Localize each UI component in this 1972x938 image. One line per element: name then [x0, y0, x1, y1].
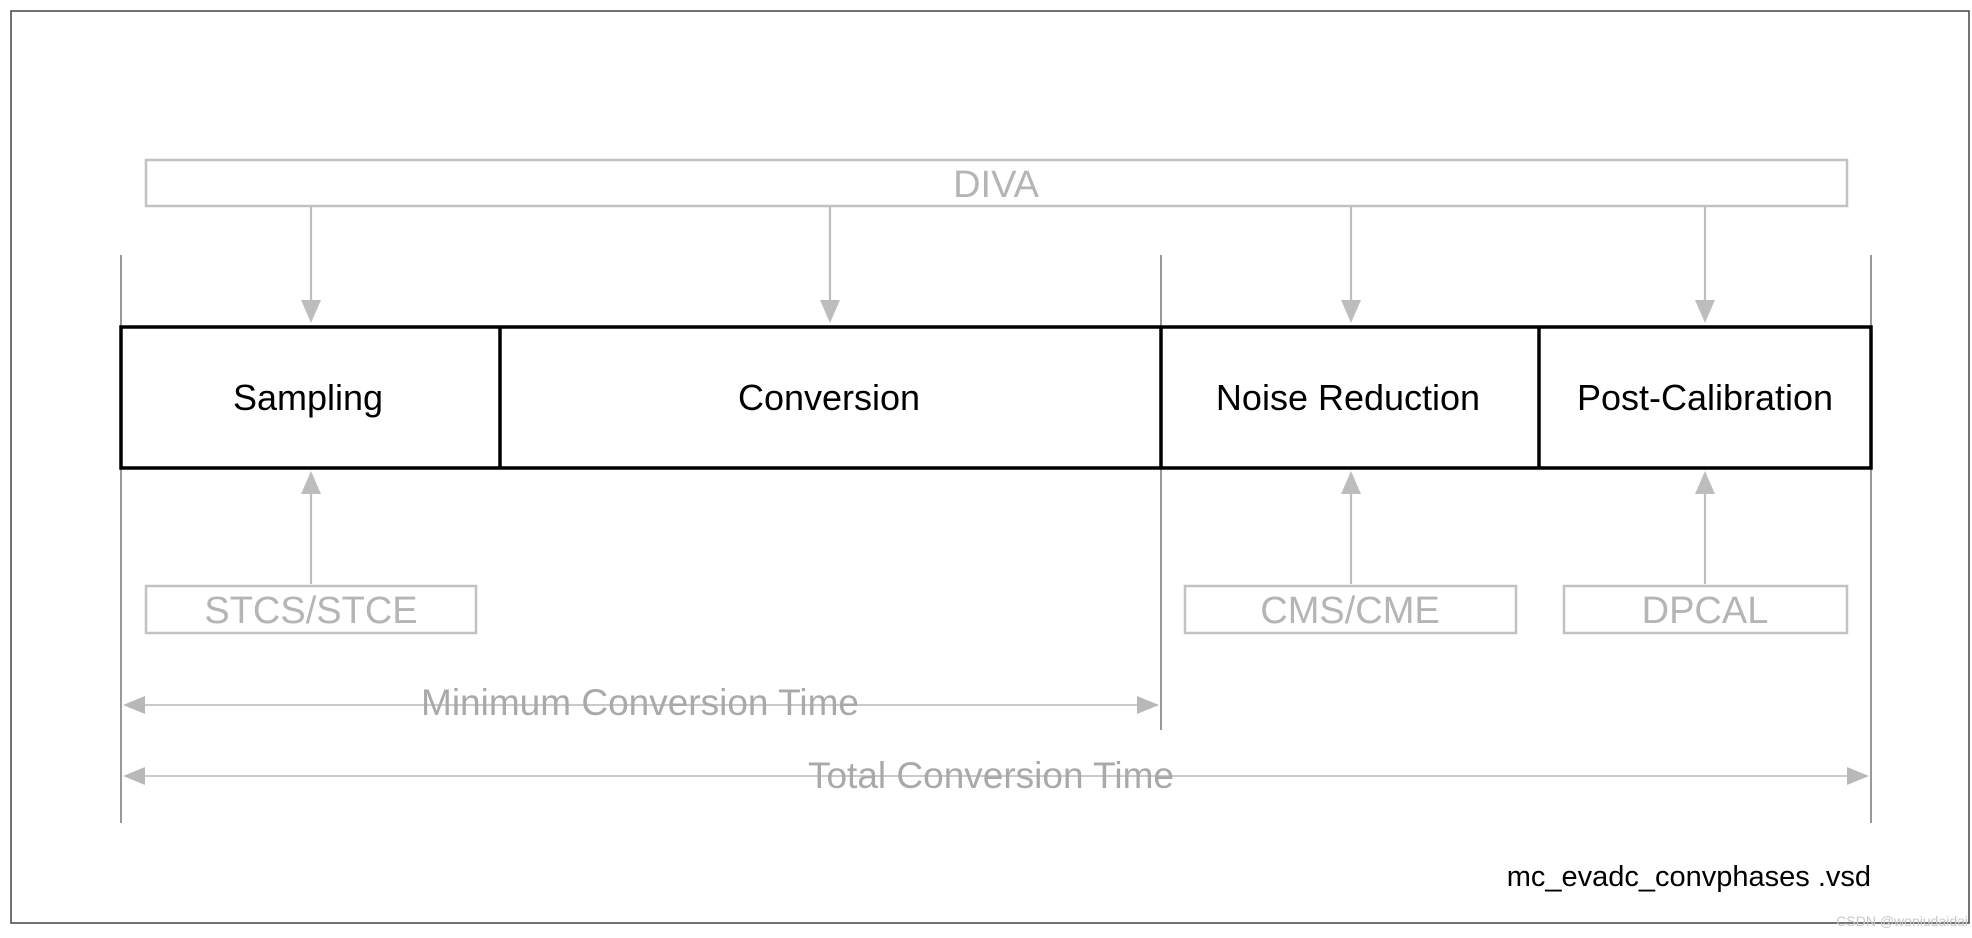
diva-arrows [301, 207, 1715, 323]
arrowhead-diva-to-sampling [301, 300, 321, 323]
phase-sampling: Sampling [233, 377, 383, 418]
minimum-conversion-time: Minimum Conversion Time [123, 682, 1159, 723]
bottom-arrows [301, 471, 1715, 584]
stcs-label: STCS/STCE [204, 590, 417, 632]
arrowhead-diva-to-noise-reduction [1341, 300, 1361, 323]
stcs-box: STCS/STCE [144, 584, 478, 635]
total-conversion-time: Total Conversion Time [123, 755, 1869, 796]
phase-post-calibration: Post-Calibration [1577, 377, 1833, 418]
dpcal-box: DPCAL [1562, 584, 1849, 635]
minimum-time-arrow-left [123, 696, 145, 714]
arrowhead-diva-to-post-calibration [1695, 300, 1715, 323]
phase-row: Sampling Conversion Noise Reduction Post… [119, 325, 1873, 470]
arrowhead-diva-to-conversion [820, 300, 840, 323]
minimum-time-arrow-right [1137, 696, 1159, 714]
dpcal-label: DPCAL [1642, 590, 1769, 632]
cms-label: CMS/CME [1260, 590, 1439, 632]
diva-box: DIVA [144, 158, 1849, 208]
outer-frame [10, 10, 1970, 924]
arrowhead-stcs-to-sampling [301, 471, 321, 494]
total-time-arrow-left [123, 767, 145, 785]
arrowhead-dpcal-to-post-calibration [1695, 471, 1715, 494]
total-time-arrow-right [1847, 767, 1869, 785]
total-time-label: Total Conversion Time [808, 755, 1174, 796]
filename-label: mc_evadc_convphases .vsd [1507, 861, 1871, 893]
phase-noise-reduction: Noise Reduction [1216, 377, 1480, 418]
arrowhead-cms-to-noise-reduction [1341, 471, 1361, 494]
minimum-time-label: Minimum Conversion Time [421, 682, 859, 723]
phase-row-border [119, 325, 1873, 470]
watermark-label: CSDN @woniudaidai [1836, 913, 1968, 929]
cms-box: CMS/CME [1183, 584, 1518, 635]
phase-conversion: Conversion [738, 377, 920, 418]
diva-label: DIVA [953, 164, 1040, 206]
